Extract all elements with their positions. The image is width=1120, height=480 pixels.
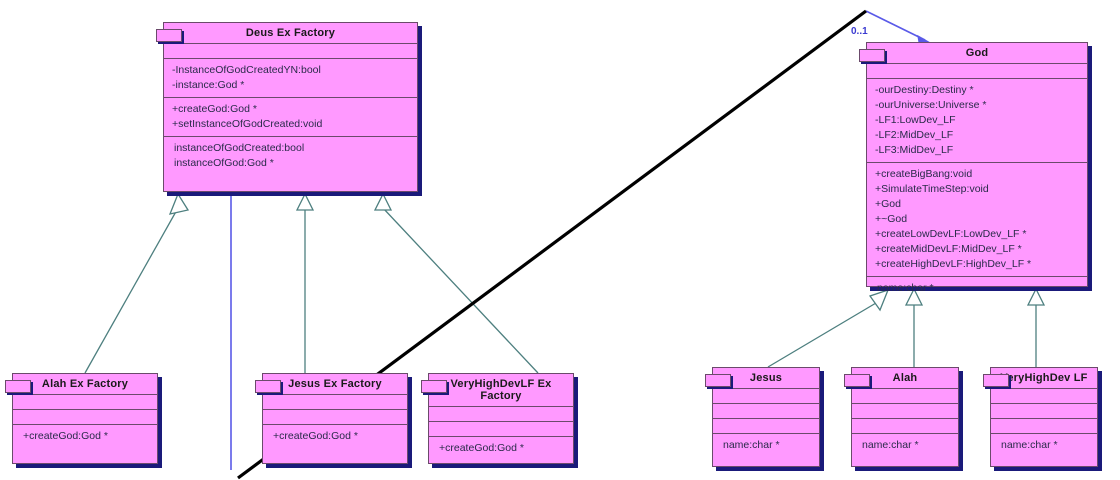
- class-tab-handle-icon: [156, 29, 182, 42]
- class-compartment: +createGod:God *: [13, 425, 157, 448]
- inheritance-jesus-ex-factory-to-deus: [295, 192, 315, 373]
- class-title-alah-ex-factory: Alah Ex Factory: [13, 374, 157, 395]
- uml-class-jesus-ex-factory[interactable]: Jesus Ex Factory +createGod:God *: [255, 373, 408, 464]
- class-member: instanceOfGodCreated:bool: [174, 142, 305, 154]
- class-member: +createGod:God *: [273, 430, 358, 442]
- class-member: +createGod:God *: [439, 442, 524, 454]
- class-compartment: [713, 419, 819, 434]
- class-member: +createHighDevLF:HighDev_LF *: [875, 258, 1032, 270]
- class-title-god: God: [867, 43, 1087, 64]
- class-compartment: [991, 404, 1097, 419]
- class-member: -LF1:LowDev_LF: [875, 114, 956, 126]
- class-tab-handle-icon: [255, 380, 281, 393]
- inheritance-alah-ex-factory-to-deus: [84, 192, 190, 374]
- class-compartment: [429, 422, 573, 437]
- class-compartment: [867, 64, 1087, 79]
- class-member: instanceOfGod:God *: [174, 157, 274, 169]
- class-compartment: [263, 395, 407, 410]
- multiplicity-0-1: 0..1: [851, 26, 868, 37]
- class-tab-handle-icon: [844, 374, 870, 387]
- uml-class-alah[interactable]: Alah name:char *: [844, 367, 959, 467]
- class-member: +createGod:God *: [23, 430, 108, 442]
- class-tab-handle-icon: [705, 374, 731, 387]
- class-compartment: instanceOfGodCreated:bool instanceOfGod:G…: [164, 137, 417, 175]
- class-compartment: [13, 410, 157, 425]
- class-compartment: [852, 389, 958, 404]
- class-compartment: [991, 389, 1097, 404]
- class-member: +~God: [875, 213, 908, 225]
- class-member: +createLowDevLF:LowDev_LF *: [875, 228, 1027, 240]
- class-compartment: +createBigBang:void +SimulateTimeStep:voi…: [867, 163, 1087, 277]
- class-compartment: -InstanceOfGodCreatedYN:bool -instance:Go…: [164, 59, 417, 98]
- class-title-deus-ex-factory: Deus Ex Factory: [164, 23, 417, 44]
- class-tab-handle-icon: [859, 49, 885, 62]
- inheritance-veryhighdev-lf-to-god: [1026, 287, 1046, 367]
- class-compartment: [429, 407, 573, 422]
- class-compartment: [713, 389, 819, 404]
- class-tab-handle-icon: [421, 380, 447, 393]
- class-member: +createBigBang:void: [875, 168, 973, 180]
- class-compartment: [852, 404, 958, 419]
- class-member: -LF2:MidDev_LF: [875, 129, 954, 141]
- uml-class-veryhighdev-lf[interactable]: VeryHighDev LF name:char *: [983, 367, 1098, 467]
- class-title-alah: Alah: [852, 368, 958, 389]
- uml-class-deus-ex-factory[interactable]: Deus Ex Factory -InstanceOfGodCreatedYN:b…: [156, 22, 418, 192]
- class-compartment: name:char *: [991, 434, 1097, 457]
- uml-class-alah-ex-factory[interactable]: Alah Ex Factory +createGod:God *: [5, 373, 158, 464]
- class-compartment: name:char *: [867, 277, 1087, 300]
- class-member: -InstanceOfGodCreatedYN:bool: [172, 64, 321, 76]
- class-member: name:char *: [723, 439, 780, 451]
- class-compartment: +createGod:God *: [263, 425, 407, 448]
- class-tab-handle-icon: [5, 380, 31, 393]
- class-member: -LF3:MidDev_LF: [875, 144, 954, 156]
- uml-class-god[interactable]: God -ourDestiny:Destiny * -ourUniverse:Uni…: [859, 42, 1088, 294]
- inheritance-veryhighdevlf-ex-factory-to-deus: [373, 192, 539, 374]
- class-tab-handle-icon: [983, 374, 1009, 387]
- inheritance-jesus-to-god: [767, 288, 890, 368]
- class-title-jesus-ex-factory: Jesus Ex Factory: [263, 374, 407, 395]
- class-member: +createMidDevLF:MidDev_LF *: [875, 243, 1022, 255]
- class-title-veryhighdevlf-ex-factory: VeryHighDevLF Ex Factory: [429, 374, 573, 407]
- class-member: +God: [875, 198, 901, 210]
- class-member: +SimulateTimeStep:void: [875, 183, 989, 195]
- class-compartment: [164, 44, 417, 59]
- class-compartment: [991, 419, 1097, 434]
- class-member: +setInstanceOfGodCreated:void: [172, 118, 323, 130]
- class-title-veryhighdev-lf: VeryHighDev LF: [991, 368, 1097, 389]
- class-member: -ourDestiny:Destiny *: [875, 84, 974, 96]
- class-compartment: [263, 410, 407, 425]
- inheritance-alah-to-god: [904, 287, 924, 367]
- uml-class-veryhighdevlf-ex-factory[interactable]: VeryHighDevLF Ex Factory +createGod:God *: [421, 373, 574, 464]
- class-compartment: [13, 395, 157, 410]
- class-compartment: [713, 404, 819, 419]
- class-member: -ourUniverse:Universe *: [875, 99, 987, 111]
- class-compartment: [852, 419, 958, 434]
- class-member: +createGod:God *: [172, 103, 257, 115]
- class-member: name:char *: [1001, 439, 1058, 451]
- class-member: name:char *: [862, 439, 919, 451]
- class-member: name:char *: [877, 282, 934, 294]
- class-compartment: +createGod:God *: [429, 437, 573, 460]
- class-compartment: name:char *: [713, 434, 819, 457]
- class-compartment: +createGod:God * +setInstanceOfGodCreated…: [164, 98, 417, 137]
- class-member: -instance:God *: [172, 79, 245, 91]
- class-compartment: name:char *: [852, 434, 958, 457]
- class-compartment: -ourDestiny:Destiny * -ourUniverse:Univer…: [867, 79, 1087, 163]
